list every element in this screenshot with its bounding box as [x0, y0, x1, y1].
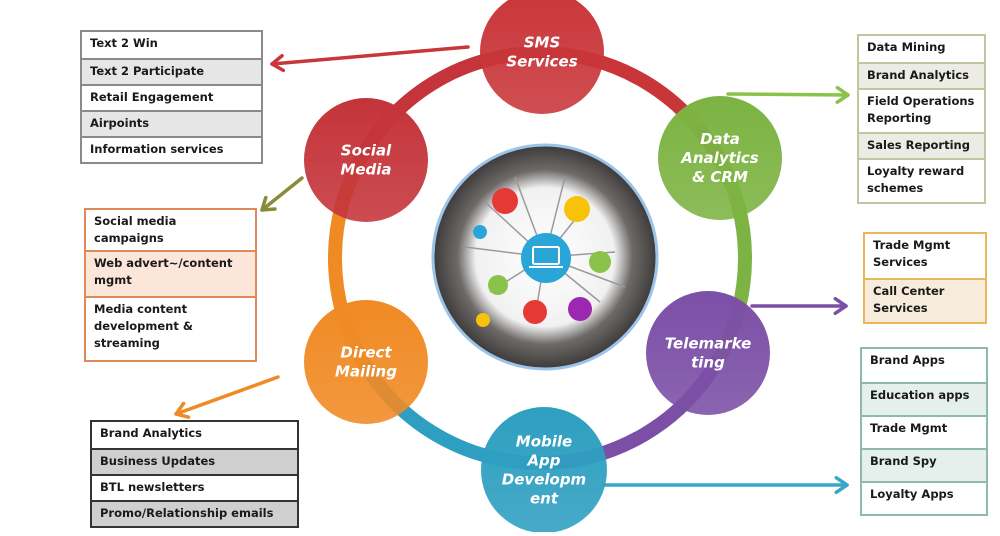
arrow-tele	[750, 296, 848, 316]
list-item: Text 2 Win	[82, 32, 261, 58]
list-item: Retail Engagement	[82, 84, 261, 110]
arrow-direct	[174, 375, 280, 419]
list-item: Trade Mgmt	[862, 415, 986, 448]
node-label-mobile: App	[526, 452, 560, 470]
node-circle-data	[658, 96, 782, 220]
node-label-sms: SMS	[524, 34, 561, 52]
arrow-mobile	[602, 475, 849, 495]
arrow-data	[726, 85, 850, 105]
node-circle-social	[304, 98, 428, 222]
node-label-tele: ting	[691, 354, 725, 372]
arrow-sms	[270, 45, 470, 73]
list-item: Web advert~/content mgmt	[86, 250, 255, 296]
list-item: Loyalty Apps	[862, 481, 986, 514]
list-item: Data Mining	[859, 36, 984, 62]
arrow-social	[260, 176, 304, 212]
list-item: Brand Apps	[862, 349, 986, 382]
list-item: Call Center Services	[865, 278, 985, 322]
list-item: Promo/Relationship emails	[92, 500, 297, 526]
list-item: Sales Reporting	[859, 132, 984, 158]
node-circle-mobile	[481, 407, 607, 533]
list-item: Education apps	[862, 382, 986, 415]
list-item: Airpoints	[82, 110, 261, 136]
node-label-mobile: Developm	[502, 471, 586, 489]
connected-devices-hub-image	[431, 143, 659, 371]
node-label-mobile: ent	[530, 490, 559, 508]
node-label-direct: Mailing	[335, 363, 397, 381]
node-circle-direct	[304, 300, 428, 424]
list-item: Social media campaigns	[86, 210, 255, 250]
node-label-social: Social	[341, 142, 392, 160]
node-circle-tele	[646, 291, 770, 415]
node-circle-sms	[480, 0, 604, 114]
node-label-social: Media	[340, 161, 391, 179]
list-item: BTL newsletters	[92, 474, 297, 500]
list-item: Brand Analytics	[92, 422, 297, 448]
list-item: Brand Spy	[862, 448, 986, 481]
node-label-sms: Services	[506, 53, 577, 71]
list-item: Information services	[82, 136, 261, 162]
node-label-data: Data	[700, 130, 740, 148]
list-item: Brand Analytics	[859, 62, 984, 88]
node-label-data: Analytics	[680, 149, 759, 167]
list-item: Text 2 Participate	[82, 58, 261, 84]
list-item: Field Operations Reporting	[859, 88, 984, 132]
node-label-data: & CRM	[692, 168, 748, 186]
list-item: Business Updates	[92, 448, 297, 474]
node-label-direct: Direct	[340, 344, 392, 362]
node-label-mobile: Mobile	[516, 433, 572, 451]
list-item: Loyalty reward schemes	[859, 158, 984, 202]
node-label-tele: Telemarke	[665, 335, 752, 353]
list-item: Trade Mgmt Services	[865, 234, 985, 278]
list-item: Media content development & streaming	[86, 296, 255, 360]
